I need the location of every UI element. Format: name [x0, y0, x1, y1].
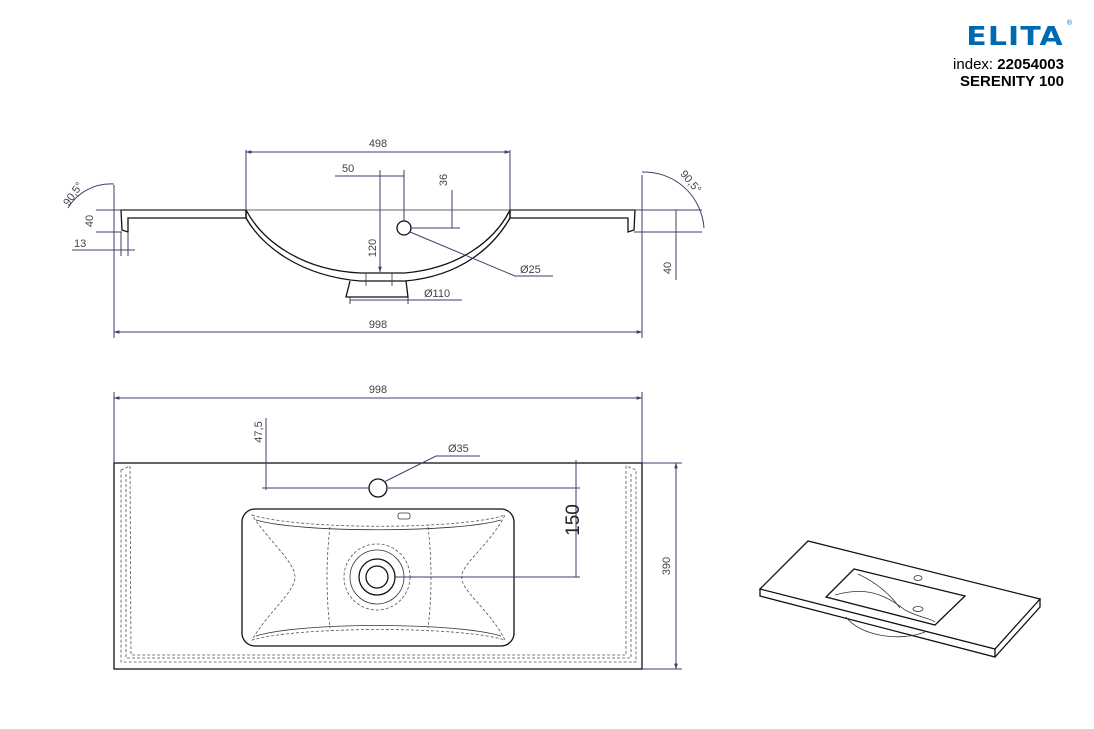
dim-tap-hole: Ø25: [520, 264, 541, 276]
dim-plan-tap-hole: Ø35: [448, 443, 469, 455]
dim-tap-from-back: 47,5: [253, 421, 265, 442]
dim-rim-height-right: 40: [662, 262, 674, 274]
plan-slab-outline: [113, 462, 643, 670]
section-rim-left: [120, 209, 247, 233]
plan-view: 998 390 47,5 Ø35 150: [113, 384, 682, 670]
brand-logo-text: ELITA: [966, 22, 1064, 52]
isometric-view: [758, 540, 1042, 658]
dim-plan-depth: 390: [661, 557, 673, 575]
section-drain-inner: [365, 273, 393, 286]
section-drain-neck: [345, 280, 409, 298]
dim-tap-height: 36: [438, 174, 450, 186]
plan-underside-edge: [120, 465, 637, 663]
plan-overflow: [397, 512, 411, 520]
dim-angle-left: 90,5°: [61, 180, 86, 208]
section-view: 498 50 120 36 Ø25 Ø110 998 40 13: [61, 138, 705, 338]
section-bowl: [245, 209, 511, 282]
product-index-label: index:: [953, 56, 994, 73]
product-index: index: 22054003: [953, 56, 1064, 73]
product-index-value: 22054003: [997, 56, 1064, 73]
plan-bowl-contour: [251, 514, 506, 641]
dim-plan-width: 998: [369, 384, 387, 396]
registered-mark: ®: [1066, 20, 1072, 27]
dim-edge-inset: 13: [74, 238, 86, 250]
dim-bowl-depth: 120: [367, 239, 379, 257]
dim-tap-offset: 50: [342, 163, 354, 175]
section-tap-hole: [396, 220, 412, 236]
dim-bowl-width: 498: [369, 138, 387, 150]
dim-section-width: 998: [369, 319, 387, 331]
section-rim-right: [509, 209, 636, 233]
dim-drain: Ø110: [424, 288, 450, 300]
product-model: SERENITY 100: [960, 73, 1064, 90]
dim-rim-height-left: 40: [84, 215, 96, 227]
brand-block: ELITA ® index: 22054003 SERENITY 100: [953, 20, 1072, 91]
brand-logo: ELITA ®: [966, 20, 1072, 50]
dim-angle-right: 90,5°: [677, 168, 703, 195]
iso-basin: [824, 568, 967, 626]
dim-drain-from-tap: 150: [563, 504, 584, 536]
